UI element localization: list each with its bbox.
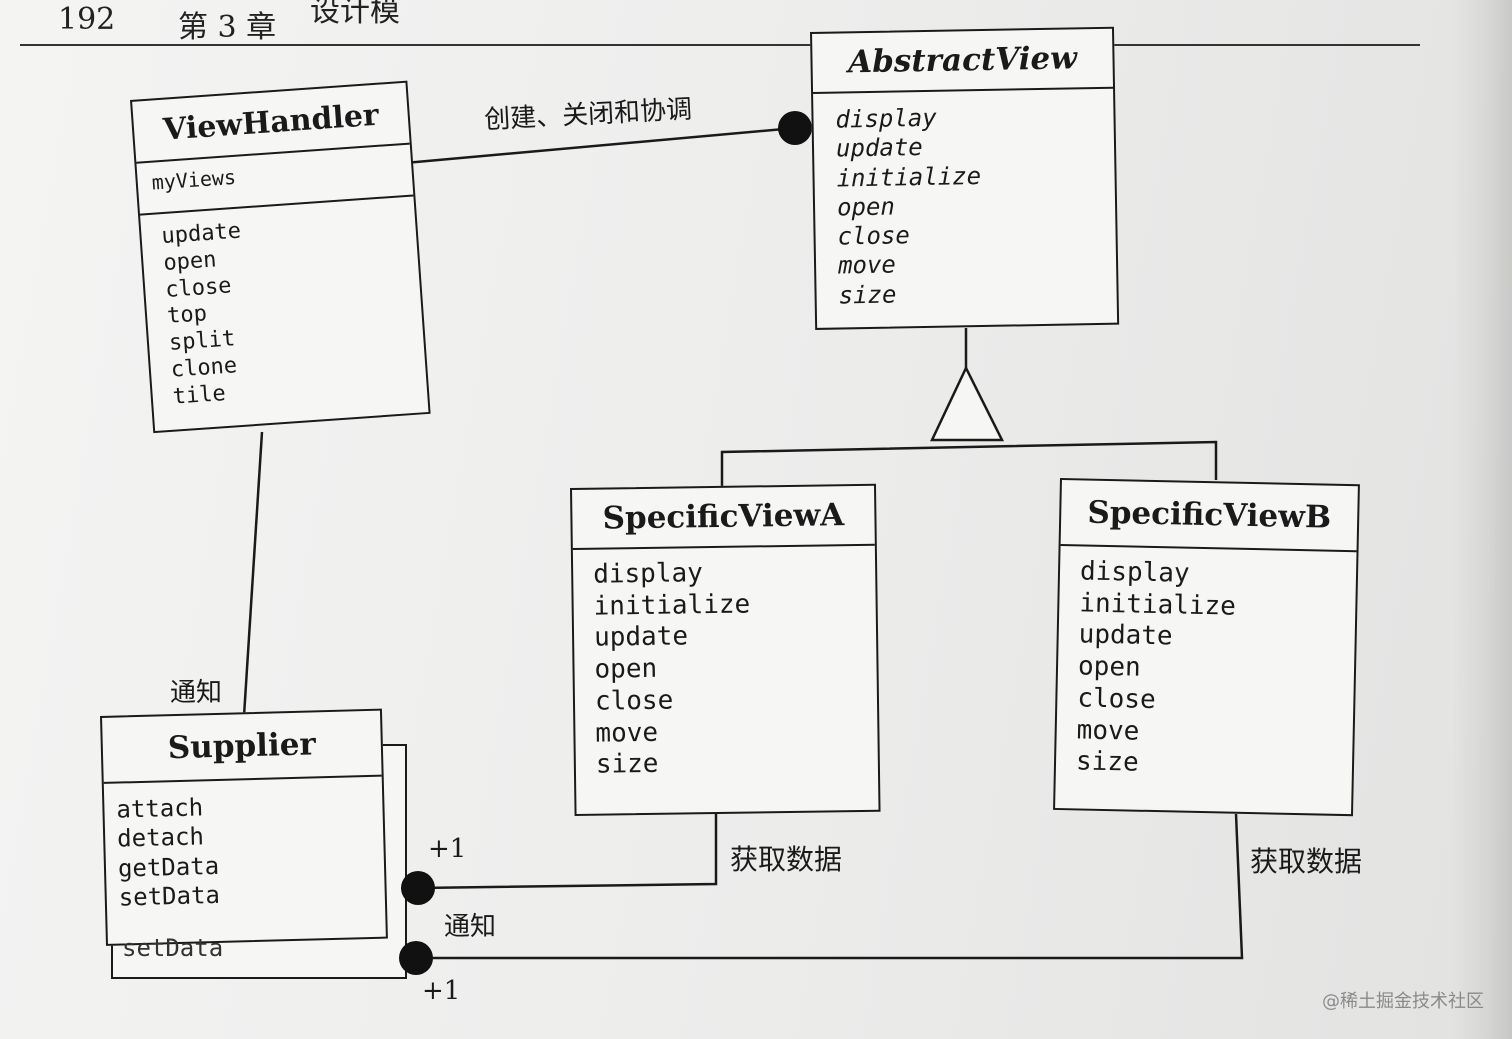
operation: move: [595, 717, 659, 749]
association-label-notify-views: 通知: [444, 912, 497, 942]
chapter-title: 第 3 章: [178, 10, 277, 45]
header-rule: [20, 44, 1420, 46]
page-curl-shadow: [1452, 0, 1512, 1039]
generalization-triangle: [930, 365, 1005, 442]
class-specificviewb: SpecificViewB display initialize update …: [1053, 478, 1360, 817]
association-line-handler-supplier: [242, 431, 264, 717]
operation: initialize: [593, 589, 751, 622]
association-line-viewb-supplier: [416, 813, 1244, 960]
multiplicity-label-a: +1: [428, 834, 467, 864]
operation: update: [835, 133, 923, 163]
operation: close: [594, 685, 674, 717]
watermark: @稀土掘金技术社区: [1322, 991, 1484, 1012]
operation: size: [1075, 746, 1139, 779]
association-end-dot-view: [778, 111, 812, 145]
class-abstractview: AbstractView display update initialize o…: [810, 26, 1120, 330]
operation: display: [593, 558, 703, 590]
supplier-shadow-operation: setData: [122, 934, 224, 962]
operation: open: [1077, 651, 1141, 683]
operation: size: [838, 280, 897, 310]
association-line-handler-view: [404, 126, 796, 165]
operation: move: [837, 250, 897, 280]
operation: close: [1077, 683, 1156, 715]
association-end-dot-supplier-a: [401, 871, 435, 905]
operation: display: [1079, 556, 1190, 589]
operation-list: display initialize update open close mov…: [573, 546, 878, 788]
operation-list: display initialize update open close mov…: [1056, 546, 1357, 790]
operation: initialize: [836, 161, 982, 193]
generalization-branch: [720, 440, 1218, 492]
operation: update: [593, 621, 689, 654]
operation-list: attach detach getData setData: [104, 777, 385, 919]
class-name-specificviewb: SpecificViewB: [1060, 480, 1358, 553]
association-label-notify-handler: 通知: [170, 678, 223, 708]
section-title-fragment: 设计模: [310, 0, 400, 29]
multiplicity-label-b: +1: [422, 976, 461, 1006]
page-number: 192: [58, 2, 116, 37]
association-label-get-data-b: 获取数据: [1250, 845, 1363, 878]
operation-list: display update initialize open close mov…: [813, 89, 1117, 317]
class-name-supplier: Supplier: [102, 710, 382, 784]
operation: open: [594, 653, 658, 685]
class-name-abstractview: AbstractView: [812, 28, 1114, 94]
association-label-get-data-a: 获取数据: [730, 843, 843, 876]
operation-list: update open close top split clone tile: [140, 196, 428, 418]
class-supplier: Supplier attach detach getData setData: [100, 708, 388, 946]
operation: open: [836, 192, 896, 222]
class-specificviewa: SpecificViewA display initialize update …: [570, 483, 881, 816]
association-line-viewa-supplier: [417, 814, 718, 890]
class-name-specificviewa: SpecificViewA: [572, 485, 875, 550]
attribute-myviews: myViews: [150, 164, 237, 195]
operation: size: [595, 749, 659, 780]
association-end-dot-supplier-b: [399, 941, 433, 975]
operation: close: [837, 221, 911, 251]
operation: setData: [118, 880, 221, 912]
class-viewhandler: ViewHandler myViews update open close to…: [130, 80, 431, 434]
operation: display: [835, 103, 937, 134]
